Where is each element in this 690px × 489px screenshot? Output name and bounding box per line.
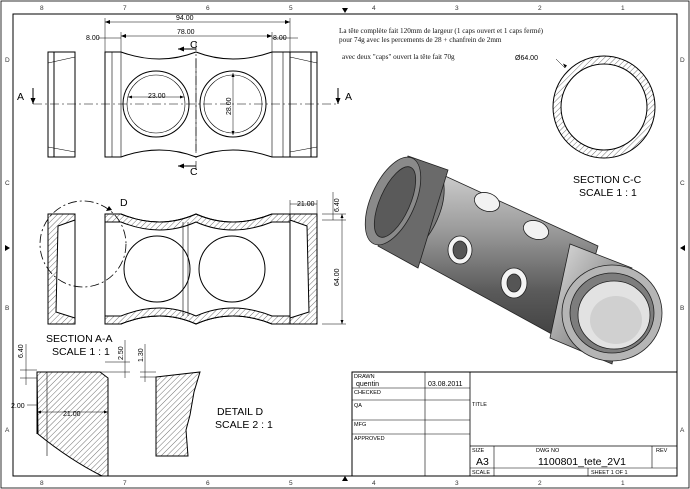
tb-dwg-no-label: DWG NO: [536, 448, 560, 454]
dim-right-margin: 8.00: [273, 35, 287, 42]
zone-col-7-bottom: 7: [123, 480, 127, 487]
marker-section-c-bottom: C: [190, 166, 198, 178]
section-cc-scale: SCALE 1 : 1: [579, 187, 637, 199]
tb-dwg-no-value: 1100801_tete_2V1: [538, 456, 626, 468]
marker-section-a-left: A: [17, 91, 24, 103]
dim-detail-width: 21.00: [63, 411, 81, 418]
tb-checked-label: CHECKED: [354, 390, 381, 396]
zone-row-a-right: A: [680, 427, 685, 434]
zone-row-d-right: D: [680, 57, 685, 64]
note-line-2: pour 74g avec les percements de 28 + cha…: [339, 36, 502, 44]
dim-hole-vertical: 28.00: [226, 97, 233, 115]
dim-cap-lip: 6.40: [334, 198, 341, 212]
zone-col-1-bottom: 1: [621, 480, 625, 487]
section-cc-title: SECTION C-C: [573, 174, 642, 186]
zone-col-2: 2: [538, 5, 542, 12]
zone-col-1: 1: [621, 5, 625, 12]
zone-col-7: 7: [123, 5, 127, 12]
zone-col-8: 8: [40, 5, 44, 12]
zone-col-4: 4: [372, 5, 376, 12]
zone-col-8-bottom: 8: [40, 480, 44, 487]
tb-drawn-date: 03.08.2011: [428, 381, 463, 388]
tb-size-label: SIZE: [472, 448, 485, 454]
marker-section-a-right: A: [345, 91, 352, 103]
tb-title-label: TITLE: [472, 402, 487, 408]
tb-mfg-label: MFG: [354, 422, 366, 428]
zone-row-c-right: C: [680, 180, 685, 187]
title-block: [351, 371, 678, 477]
title-block-text: DRAWN quentin 03.08.2011 CHECKED QA MFG …: [354, 374, 668, 476]
detail-d-title: DETAIL D: [217, 406, 264, 418]
zone-row-c: C: [5, 180, 10, 187]
section-aa-dimensions: 21.00 64.00 6.40 D SECTION A-A SCALE 1 :…: [46, 197, 341, 358]
tb-drawn-name: quentin: [356, 381, 379, 388]
detail-d-scale: SCALE 2 : 1: [215, 419, 273, 431]
detail-d-view: [20, 340, 201, 477]
tb-size-value: A3: [476, 456, 489, 468]
zone-row-b: B: [5, 305, 9, 312]
detail-d-labels: 6.40 2.00 21.00 2.50 1.30 DETAIL D SCALE…: [11, 344, 273, 431]
marker-detail-d: D: [120, 197, 128, 209]
tb-scale-label: SCALE: [472, 470, 490, 476]
zone-col-3-bottom: 3: [455, 480, 459, 487]
zone-col-3: 3: [455, 5, 459, 12]
dim-left-margin: 8.00: [86, 35, 100, 42]
zone-markers: 8 7 6 5 4 3 2 1 8 7 6 5 4 3 2 1 D C B A …: [5, 5, 685, 487]
zone-row-b-right: B: [680, 305, 684, 312]
tb-sheet-value: SHEET 1 OF 1: [591, 470, 628, 476]
top-view: [30, 18, 341, 170]
tb-approved-label: APPROVED: [354, 436, 385, 442]
zone-col-5: 5: [289, 5, 293, 12]
dim-outer-diameter: Ø64.00: [515, 55, 538, 62]
section-aa-scale: SCALE 1 : 1: [52, 346, 110, 358]
dim-cap-height: 64.00: [334, 268, 341, 286]
tb-drawn-label: DRAWN: [354, 374, 375, 380]
section-cc-view: [552, 55, 656, 159]
note-line-3: avec deux "caps" ouvert la tête fait 70g: [342, 53, 455, 61]
dim-detail-offset: 2.00: [11, 403, 25, 410]
dim-detail-step-1: 2.50: [118, 346, 125, 360]
top-view-dimensions: 94.00 78.00 8.00 8.00 23.00 28.00 A A C …: [17, 15, 352, 178]
tb-rev-label: REV: [656, 448, 668, 454]
zone-col-2-bottom: 2: [538, 480, 542, 487]
zone-row-d: D: [5, 57, 10, 64]
dim-cap-width: 21.00: [297, 201, 315, 208]
zone-row-a: A: [5, 427, 10, 434]
note-line-1: La tête complète fait 120mm de largeur (…: [339, 27, 544, 35]
dim-overall-width: 94.00: [176, 15, 194, 22]
dim-hole-horizontal: 23.00: [148, 93, 166, 100]
tb-qa-label: QA: [354, 403, 362, 409]
section-aa-view: [39, 192, 346, 325]
section-cc-labels: Ø64.00 SECTION C-C SCALE 1 : 1: [515, 55, 642, 199]
isometric-render: [364, 155, 663, 365]
zone-col-6: 6: [206, 5, 210, 12]
dim-detail-lip: 6.40: [18, 344, 25, 358]
dim-detail-step-2: 1.30: [138, 348, 145, 362]
zone-col-5-bottom: 5: [289, 480, 293, 487]
zone-col-6-bottom: 6: [206, 480, 210, 487]
notes: La tête complète fait 120mm de largeur (…: [339, 27, 544, 61]
dim-inner-width: 78.00: [177, 29, 195, 36]
marker-section-c-top: C: [190, 39, 198, 51]
zone-col-4-bottom: 4: [372, 480, 376, 487]
section-aa-title: SECTION A-A: [46, 333, 113, 345]
